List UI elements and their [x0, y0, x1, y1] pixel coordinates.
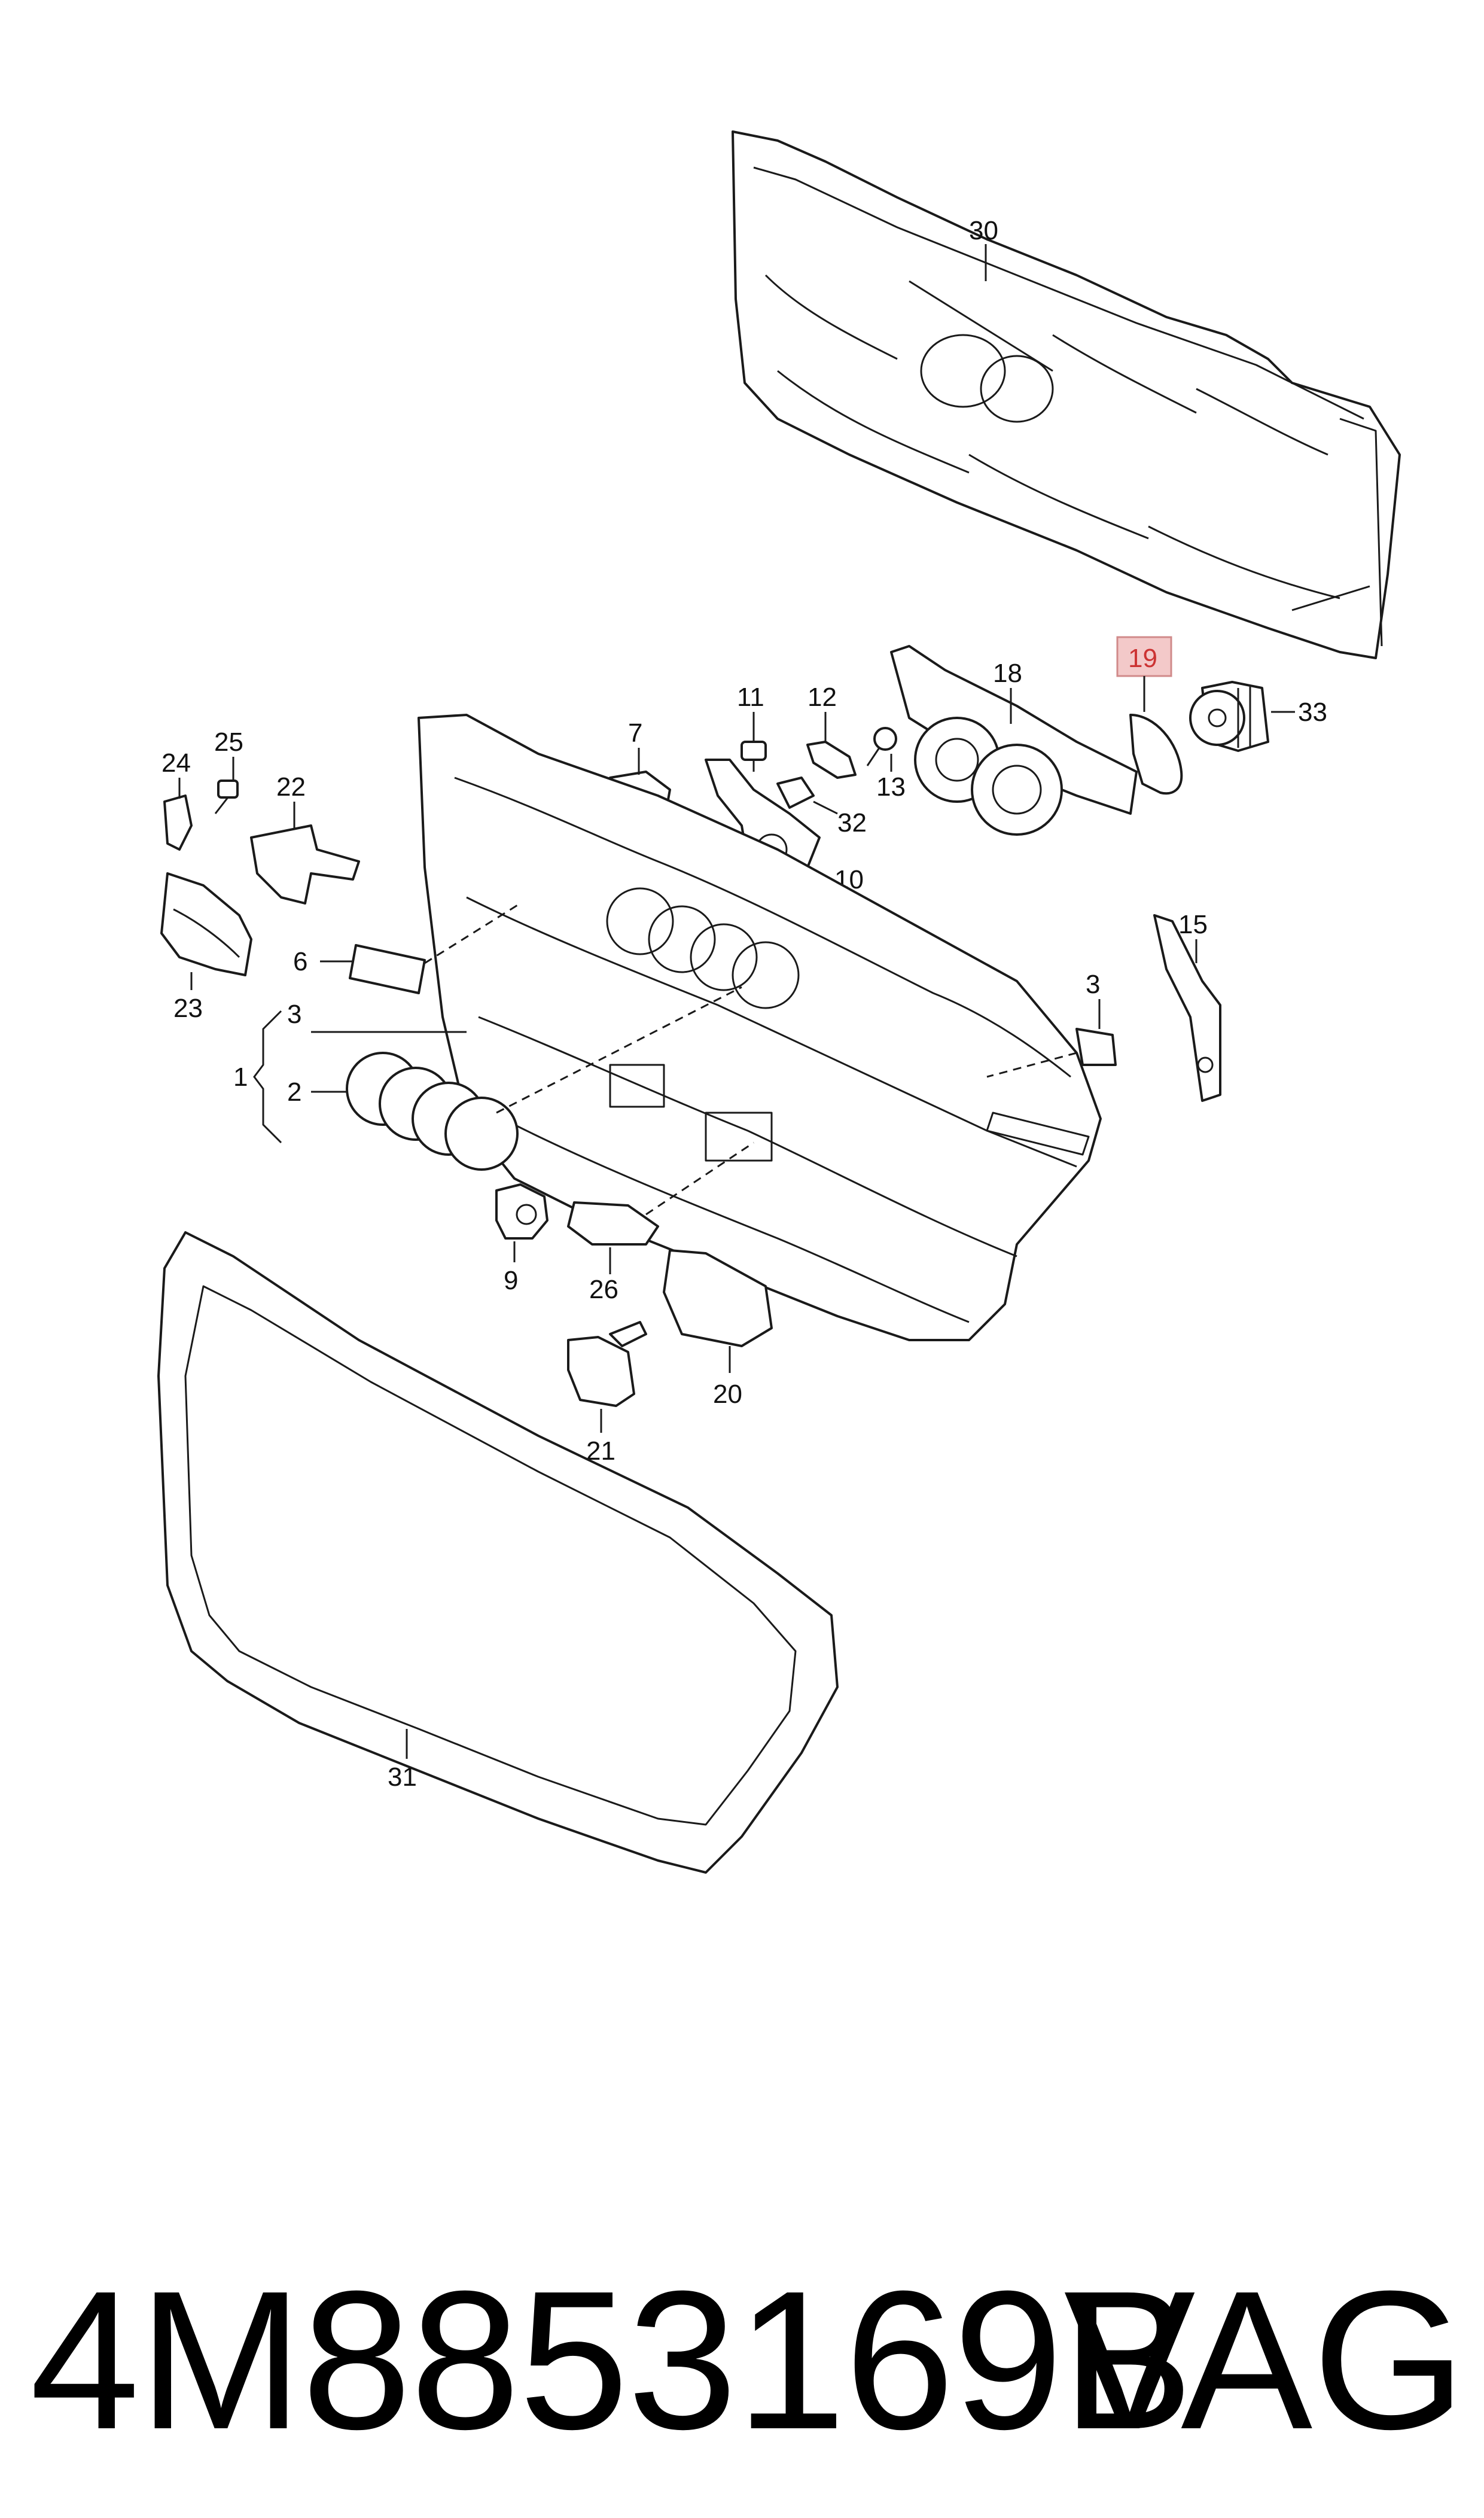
part-18-ring-bracket	[890, 645, 1138, 836]
part-30-grille-carrier	[732, 130, 1401, 659]
part-number: 4M8853169B	[30, 2249, 1193, 2470]
callout-2: 2	[287, 1077, 301, 1107]
part-24-clip	[163, 794, 193, 851]
callout-31: 31	[388, 1762, 417, 1792]
part-23-cover	[160, 872, 252, 976]
callout-3-brace: 3	[287, 1000, 301, 1029]
callout-25: 25	[214, 727, 243, 757]
part-3-clip	[1075, 1028, 1117, 1066]
part-12-clip	[806, 741, 857, 779]
part-22-bracket	[250, 824, 360, 905]
part-20-cover	[663, 1249, 773, 1347]
callout-20: 20	[713, 1380, 742, 1409]
part-9-sensor-holder	[495, 1183, 548, 1240]
part-32-connector	[776, 777, 815, 809]
callout-6: 6	[293, 947, 307, 976]
part-11-screw	[741, 741, 767, 772]
part-6-badge	[349, 944, 426, 994]
callout-13: 13	[876, 772, 906, 802]
callout-33: 33	[1298, 698, 1327, 727]
callout-22: 22	[276, 772, 306, 802]
callout-26: 26	[589, 1275, 618, 1304]
part-21-cover	[567, 1321, 647, 1407]
callout-3-right: 3	[1086, 970, 1100, 999]
footer: 4M8853169B VAG	[0, 2261, 1484, 2477]
brand-label: VAG	[1064, 2249, 1466, 2470]
callout-12: 12	[807, 683, 837, 712]
callout-30: 30	[969, 216, 998, 245]
callout-15: 15	[1178, 910, 1208, 939]
part-33-sensor	[1189, 681, 1269, 752]
part-31-grille-frame	[157, 1231, 839, 1874]
callout-1: 1	[233, 1062, 248, 1092]
callout-23: 23	[173, 994, 203, 1023]
callout-32: 32	[837, 808, 867, 838]
callout-11: 11	[737, 683, 764, 712]
part-15-strip	[1153, 914, 1221, 1102]
highlight-box-19	[1116, 636, 1172, 677]
callout-9: 9	[504, 1266, 518, 1295]
part-19-bracket	[1129, 714, 1183, 795]
part-13-screw	[866, 727, 897, 766]
part-25-screw	[214, 780, 239, 814]
exploded-parts-diagram: 30 19 33 18 11 12 13	[157, 130, 1401, 1874]
callout-24: 24	[161, 748, 191, 778]
part-2-rings-emblem	[346, 1052, 519, 1171]
callout-7: 7	[628, 718, 642, 748]
part-26-cap	[567, 1201, 659, 1246]
callout-18: 18	[993, 659, 1022, 688]
callout-19: 19	[1128, 644, 1157, 673]
